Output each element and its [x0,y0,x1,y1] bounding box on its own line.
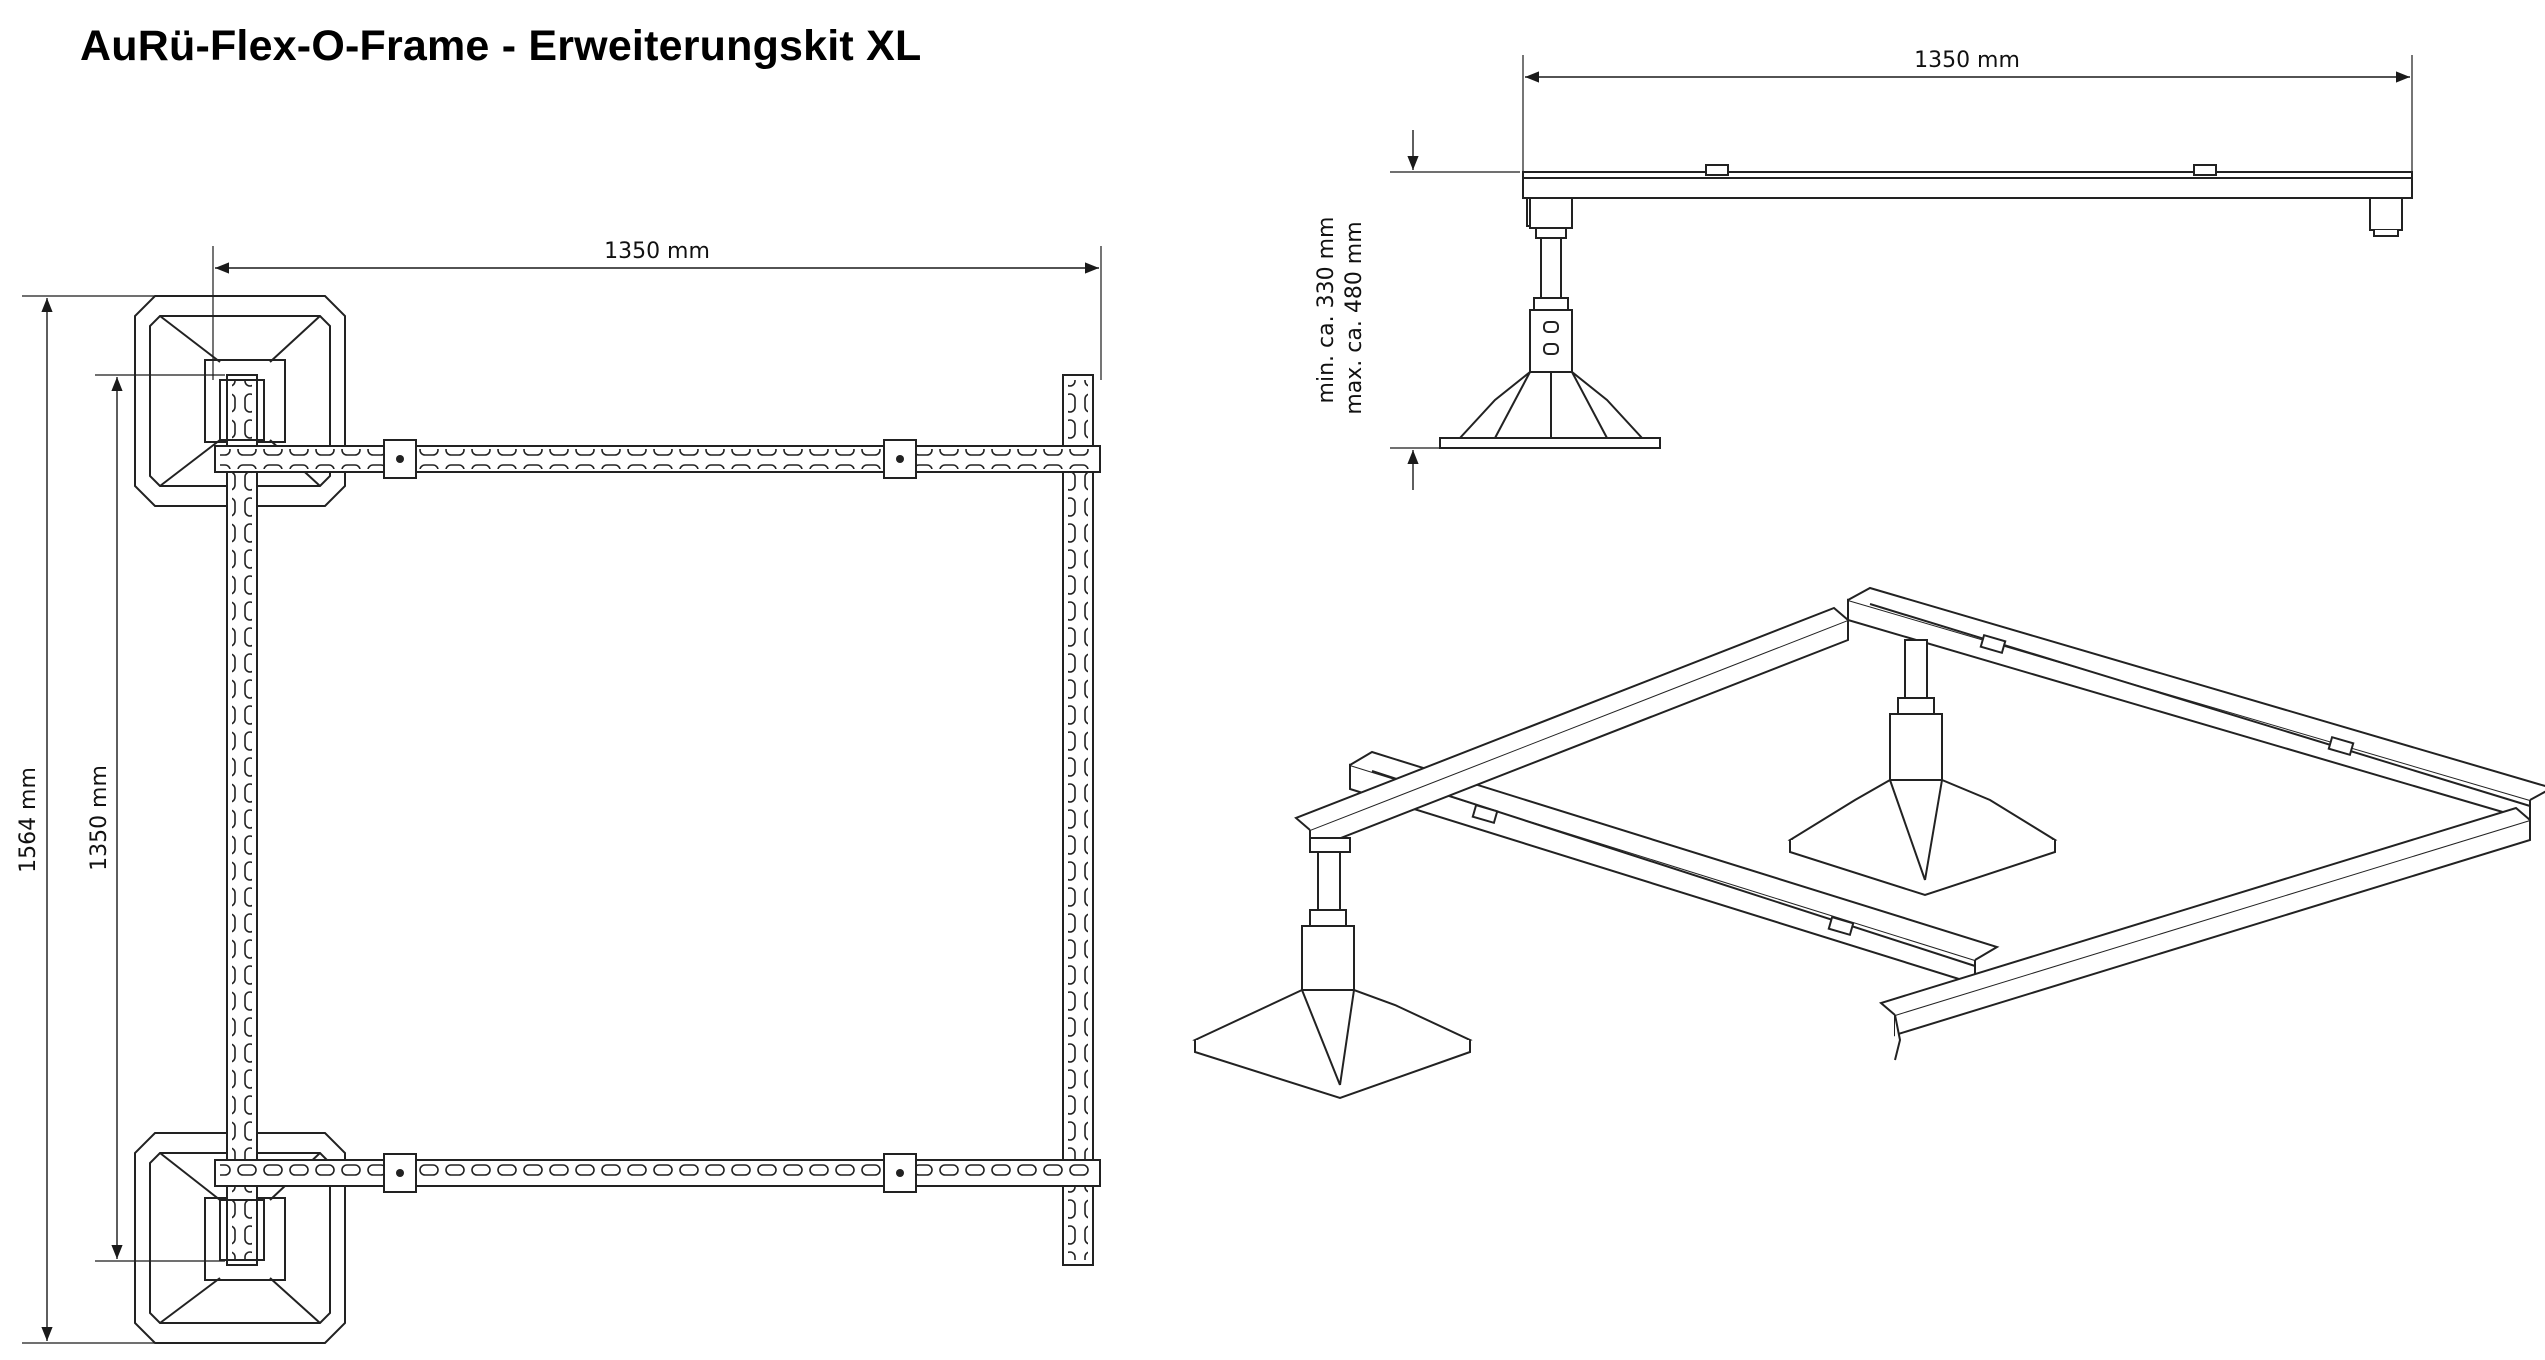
left-vertical-rail [219,374,265,1266]
iso-foot-back [1787,639,2058,897]
iso-foot-front [1192,837,1473,1100]
side-view: 1350 mm min. ca. 330 mm max. ca. 480 mm [1314,48,2413,490]
height-max-label: max. ca. 480 mm [1342,221,1367,414]
height-min-label: min. ca. 330 mm [1314,217,1339,404]
outer-height-label: 1564 mm [16,767,41,873]
side-width-label: 1350 mm [1914,48,2020,73]
inner-height-label: 1350 mm [87,765,112,871]
top-width-label: 1350 mm [604,239,710,264]
right-vertical-rail [1062,374,1094,1266]
bottom-horizontal-rail [214,1153,1101,1193]
side-beam [1522,164,2413,237]
top-view: 1350 mm 1564 mm 1350 mm [16,239,1102,1344]
side-adjustable-foot [1439,197,1661,449]
drawing-title: AuRü-Flex-O-Frame - Erweiterungskit XL [80,22,922,70]
isometric-view [1192,586,2545,1100]
top-horizontal-rail [214,439,1101,479]
